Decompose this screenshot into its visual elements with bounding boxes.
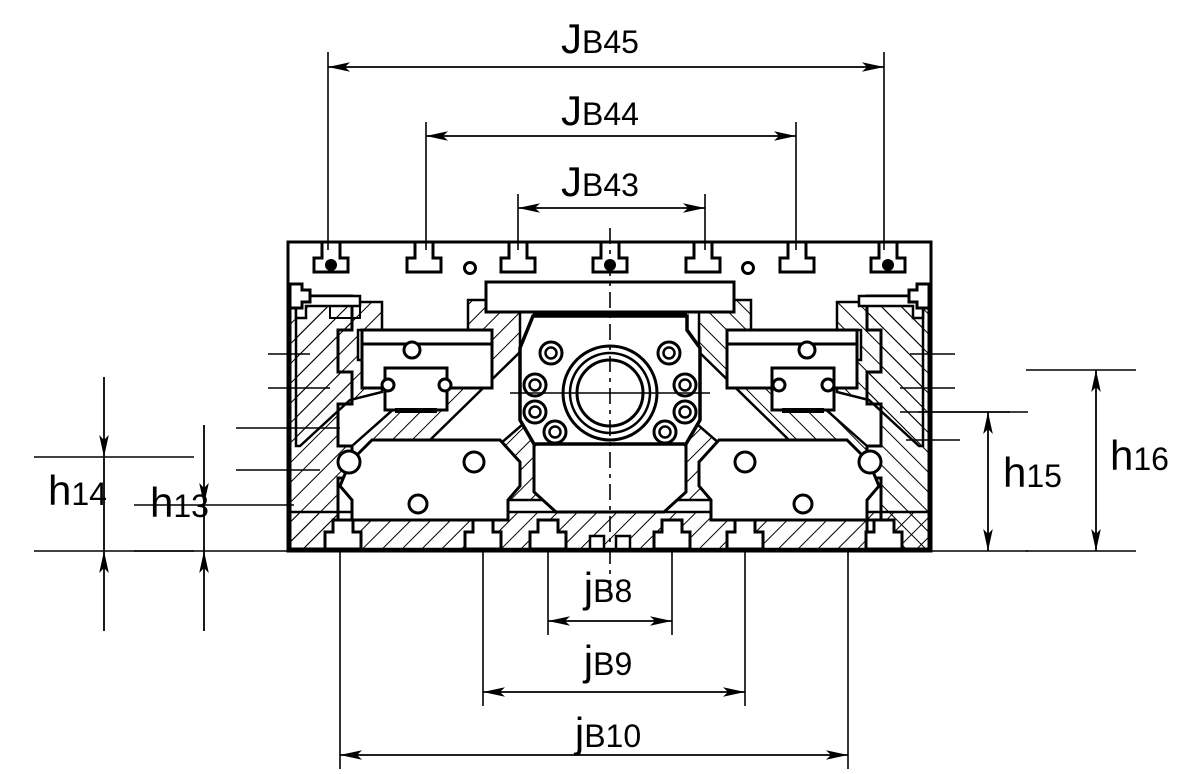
dimension-subscript: B10: [584, 718, 642, 754]
left-ball-a: [336, 449, 362, 475]
left-lower-pocket: [338, 438, 522, 522]
dimension-label-JB43: JB43: [561, 161, 639, 203]
top-bolt-head: [684, 240, 722, 274]
top-bolt-head: [499, 240, 537, 274]
top-bolt-head: [312, 240, 350, 274]
dimension-subscript: B9: [593, 646, 633, 682]
dimension-symbol: h: [1110, 432, 1134, 479]
top-small-hole: [741, 261, 755, 275]
left-rail-shoulder: [294, 294, 362, 320]
dimension-symbol: J: [561, 158, 583, 205]
right-carriage-block: [725, 328, 859, 413]
dimension-symbol: h: [48, 467, 72, 514]
dimension-symbol: h: [150, 479, 174, 526]
left-side-lug: [288, 282, 312, 310]
left-carriage-block: [360, 328, 494, 413]
top-bolt-features: [288, 240, 931, 310]
top-bolt-head: [405, 240, 443, 274]
dimension-label-h14: h14: [48, 470, 107, 512]
dimension-label-JB44: JB44: [561, 90, 639, 132]
dimension-label-jB10: jB10: [575, 712, 641, 754]
dimension-symbol: h: [1003, 449, 1027, 496]
dimension-subscript: 16: [1133, 441, 1169, 477]
dimension-label-h15: h15: [1003, 452, 1062, 494]
top-small-hole: [463, 261, 477, 275]
bearing-bolt-circle: [522, 340, 698, 445]
bottom-bolt-features: [323, 518, 904, 551]
dimension-label-jB8: jB8: [584, 567, 632, 609]
right-lower-pocket: [697, 438, 881, 522]
dimension-label-h16: h16: [1110, 435, 1169, 477]
dimension-subscript: B8: [593, 573, 633, 609]
dimension-label-jB9: jB9: [584, 640, 632, 682]
dimension-label-JB45: JB45: [561, 18, 639, 60]
left-pocket-hole: [407, 493, 429, 515]
right-pocket-hole: [792, 493, 814, 515]
right-side-lug: [907, 282, 931, 310]
dimension-subscript: B44: [582, 96, 639, 132]
right-rail-shoulder: [857, 294, 925, 320]
left-ball-b: [462, 450, 486, 474]
top-bolt-head: [869, 240, 907, 274]
dimension-subscript: B45: [582, 24, 639, 60]
right-ball-a: [857, 449, 883, 475]
dimension-lines-layer: [34, 52, 1136, 769]
dimension-symbol: J: [561, 15, 583, 62]
right-ball-b: [733, 450, 757, 474]
dimension-subscript: 15: [1026, 458, 1062, 494]
dimension-subscript: 13: [173, 488, 209, 524]
dimension-symbol: j: [574, 709, 585, 756]
dimension-label-h13: h13: [150, 482, 209, 524]
dimension-symbol: j: [583, 637, 594, 684]
top-bolt-head: [778, 240, 816, 274]
dimension-symbol: J: [561, 87, 583, 134]
dimension-subscript: 14: [71, 476, 107, 512]
dimension-subscript: B43: [582, 167, 639, 203]
dimension-symbol: j: [583, 564, 594, 611]
